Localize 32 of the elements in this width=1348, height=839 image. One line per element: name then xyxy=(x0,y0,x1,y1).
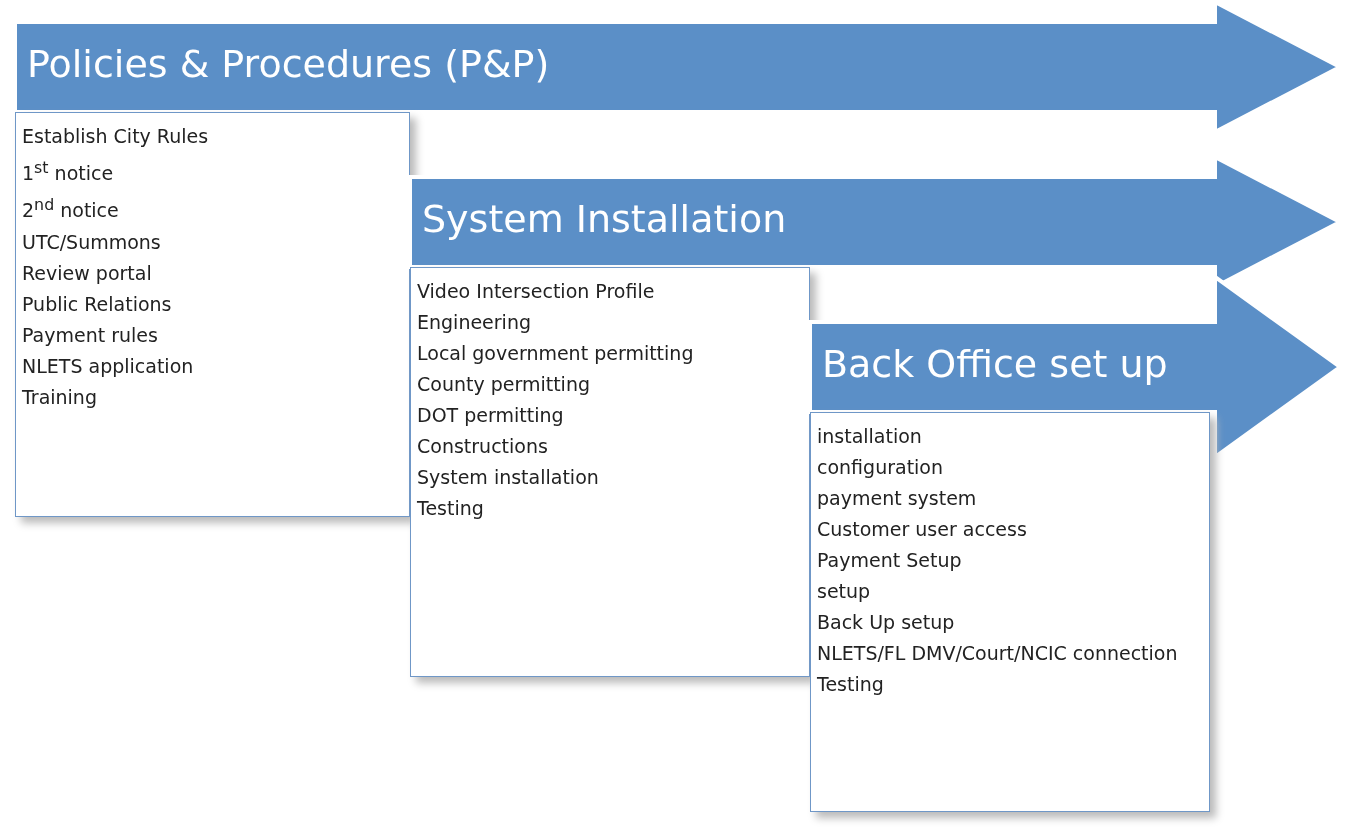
task-item: NLETS application xyxy=(22,353,194,379)
task-item: Engineering xyxy=(417,310,531,335)
task-item: UTC/Summons xyxy=(22,229,161,255)
task-item: Testing xyxy=(417,496,484,521)
task-item: Payment Setup xyxy=(817,548,962,573)
task-item: Local government permitting xyxy=(417,341,694,366)
task-item: 2$^{nd}$ notice xyxy=(22,194,119,224)
phase-title: System Installation xyxy=(422,197,787,241)
task-item: Training xyxy=(22,384,97,410)
task-item: Public Relations xyxy=(22,291,172,317)
task-item: Customer user access xyxy=(817,517,1027,542)
task-item: configuration xyxy=(817,455,944,480)
task-list-panel xyxy=(810,412,1210,812)
task-item: Establish City Rules xyxy=(22,124,209,149)
task-item: County permitting xyxy=(417,372,590,397)
phase-title: Policies & Procedures (P&P) xyxy=(27,42,550,86)
task-item: 1$^{st}$ notice xyxy=(22,157,114,187)
task-item: setup xyxy=(817,579,871,604)
task-list-panel xyxy=(15,112,410,517)
task-item: Back Up setup xyxy=(817,610,955,635)
task-list-panel xyxy=(410,267,810,677)
task-item: Video Intersection Profile xyxy=(417,279,655,304)
task-item: DOT permitting xyxy=(417,403,564,428)
task-item: payment system xyxy=(817,486,977,511)
task-item: Testing xyxy=(817,672,884,697)
task-item: System installation xyxy=(417,465,599,490)
task-item: Constructions xyxy=(417,434,548,459)
phase-title: Back Office set up xyxy=(822,342,1168,386)
task-item: NLETS/FL DMV/Court/NCIC connection xyxy=(817,641,1178,666)
task-item: Payment rules xyxy=(22,322,158,348)
task-item: installation xyxy=(817,424,922,449)
task-item: Review portal xyxy=(22,260,152,286)
